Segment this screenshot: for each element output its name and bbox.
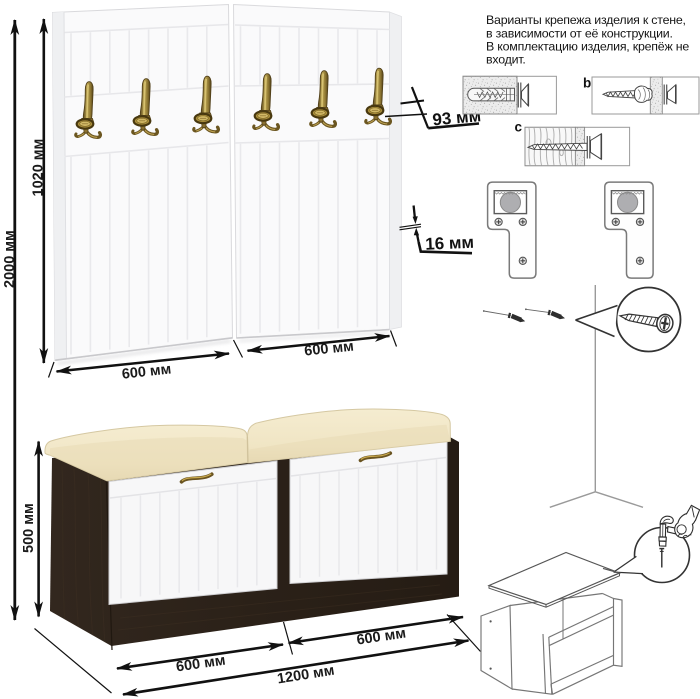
svg-text:c: c <box>515 120 523 135</box>
svg-text:600 мм: 600 мм <box>304 339 355 360</box>
svg-text:2000 мм: 2000 мм <box>2 230 18 288</box>
svg-text:600 мм: 600 мм <box>121 361 172 382</box>
svg-text:входит.: входит. <box>486 52 526 66</box>
svg-text:b: b <box>583 76 591 91</box>
svg-text:в зависимости от её конструкци: в зависимости от её конструкции. <box>486 26 673 40</box>
svg-text:16 мм: 16 мм <box>425 233 475 254</box>
svg-text:В комплектацию изделия, крепёж: В комплектацию изделия, крепёж не <box>486 39 689 53</box>
svg-text:500 мм: 500 мм <box>21 503 37 553</box>
svg-text:600 мм: 600 мм <box>175 653 226 676</box>
svg-text:Варианты крепежа изделия к сте: Варианты крепежа изделия к стене, <box>486 13 686 27</box>
svg-text:600 мм: 600 мм <box>356 625 407 648</box>
svg-text:1020 мм: 1020 мм <box>31 139 47 197</box>
